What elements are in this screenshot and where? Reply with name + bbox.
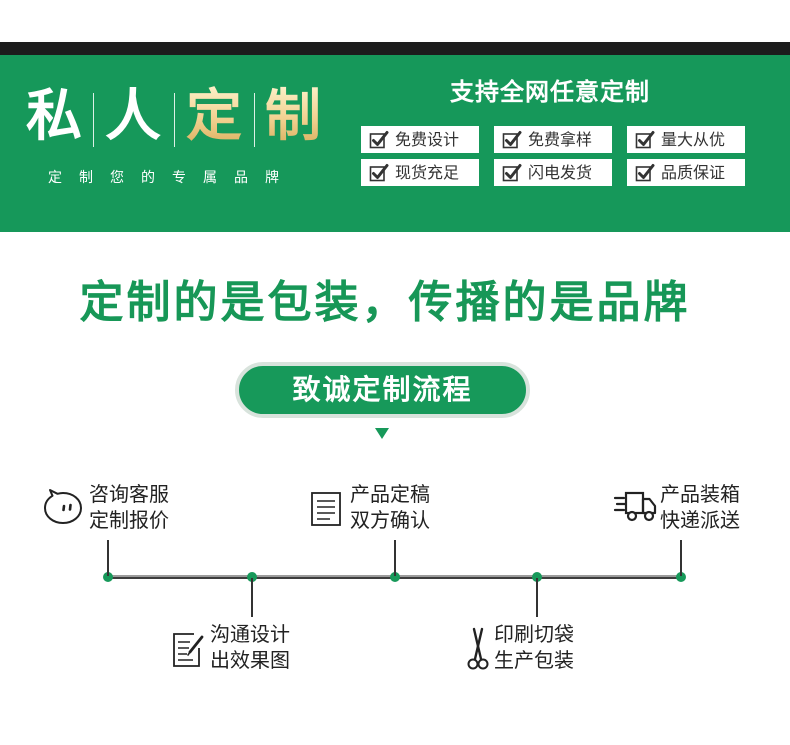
headline-slogan: 定制的是包装，传播的是品牌: [79, 277, 691, 328]
step-line: 定制报价: [89, 508, 169, 532]
checkbox-check-icon: [635, 163, 655, 181]
step-line: 快递派送: [660, 508, 740, 532]
feature-label: 免费拿样: [528, 129, 593, 149]
process-title: 致诚定制流程: [292, 373, 473, 406]
checkbox-check-icon: [502, 163, 522, 181]
timeline-dot: [676, 572, 686, 582]
title-separator: [174, 93, 175, 147]
timeline-dot: [532, 572, 542, 582]
timeline-stem: [394, 540, 396, 576]
title-char-ren: 人: [105, 84, 161, 149]
timeline-dot: [390, 572, 400, 582]
feature-label: 闪电发货: [528, 162, 593, 182]
step-line: 咨询客服: [89, 482, 169, 506]
title-separator: [254, 93, 255, 147]
feature-badge: 现货充足: [361, 159, 479, 186]
timeline-stem: [107, 540, 109, 576]
checkbox-check-icon: [369, 130, 389, 148]
step-finalize: 产品定稿 双方确认: [350, 481, 430, 533]
timeline-dot: [247, 572, 257, 582]
step-design: 沟通设计 出效果图: [210, 621, 290, 673]
title-char-si: 私: [26, 84, 82, 149]
chat-face-icon: [44, 489, 82, 524]
step-line: 双方确认: [350, 508, 430, 532]
title-char-ding: 定: [186, 84, 242, 149]
step-line: 生产包装: [494, 648, 574, 672]
step-ship: 产品装箱 快递派送: [660, 481, 740, 533]
delivery-truck-icon: [613, 491, 657, 522]
support-title: 支持全网任意定制: [450, 78, 650, 106]
feature-badge: 免费设计: [361, 126, 479, 153]
step-line: 产品定稿: [350, 482, 430, 506]
timeline-stem: [251, 578, 253, 617]
step-consult: 咨询客服 定制报价: [89, 481, 169, 533]
process-title-pill: 致诚定制流程: [235, 362, 530, 418]
scissors-icon: [467, 627, 489, 670]
title-separator: [93, 93, 94, 147]
timeline-dot: [103, 572, 113, 582]
step-print: 印刷切袋 生产包装: [494, 621, 574, 673]
hero-banner: 私 人 定 制 定制您的专属品牌 支持全网任意定制 免费设计 免费拿样 量大从优…: [0, 55, 790, 232]
hero-subtitle: 定制您的专属品牌: [48, 170, 296, 186]
title-char-zhi: 制: [265, 84, 321, 149]
timeline-stem: [680, 540, 682, 576]
feature-label: 量大从优: [661, 129, 726, 149]
feature-badge: 免费拿样: [494, 126, 612, 153]
document-edit-icon: [173, 633, 204, 667]
step-line: 产品装箱: [660, 482, 740, 506]
document-icon: [311, 492, 341, 526]
feature-label: 品质保证: [661, 162, 726, 182]
step-line: 印刷切袋: [494, 622, 574, 646]
feature-badge: 闪电发货: [494, 159, 612, 186]
feature-badge: 品质保证: [627, 159, 745, 186]
feature-label: 现货充足: [395, 162, 460, 182]
step-line: 出效果图: [210, 648, 290, 672]
checkbox-check-icon: [502, 130, 522, 148]
down-triangle-icon: [375, 428, 389, 439]
step-line: 沟通设计: [210, 622, 290, 646]
timeline-stem: [536, 578, 538, 617]
feature-grid: 免费设计 免费拿样 量大从优 现货充足 闪电发货 品质保证: [361, 126, 745, 186]
feature-badge: 量大从优: [627, 126, 745, 153]
feature-label: 免费设计: [395, 129, 460, 149]
checkbox-check-icon: [369, 163, 389, 181]
checkbox-check-icon: [635, 130, 655, 148]
top-dark-bar: [0, 42, 790, 55]
